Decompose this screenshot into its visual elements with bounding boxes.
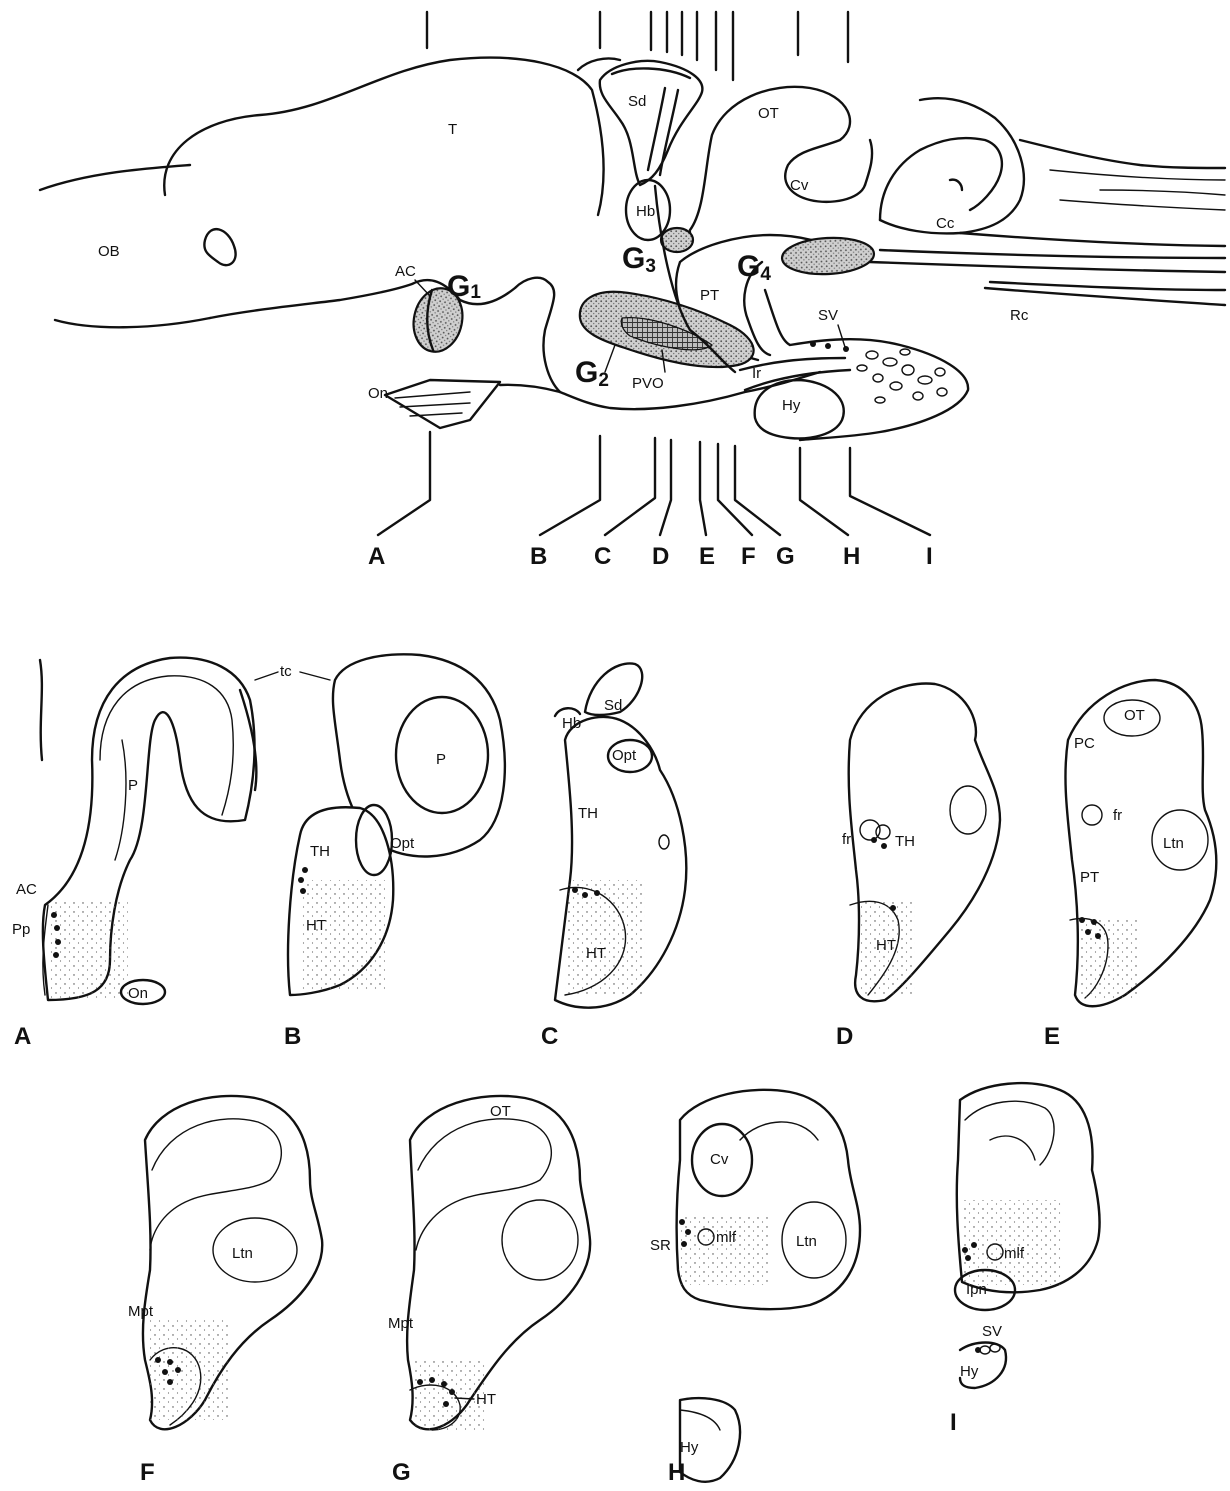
panelE-label-Ltn: Ltn bbox=[1163, 835, 1184, 852]
panelE-label-fr: fr bbox=[1113, 807, 1122, 824]
panelE-label-OT: OT bbox=[1124, 707, 1145, 724]
g3-region bbox=[661, 228, 693, 252]
plane-label-G: G bbox=[776, 543, 795, 570]
panelA-label-Pp: Pp bbox=[12, 921, 30, 938]
olfactory-eye-shape bbox=[204, 229, 235, 265]
panel-A: P AC Pp On tc A bbox=[12, 658, 330, 1050]
g3-label: G3 bbox=[622, 242, 656, 277]
label-Hb: Hb bbox=[636, 203, 655, 220]
panelH-label-Hy: Hy bbox=[680, 1439, 699, 1456]
panelC-label-Hb: Hb bbox=[562, 715, 581, 732]
panelA-label-tc: tc bbox=[280, 663, 292, 680]
panelH-label-Ltn: Ltn bbox=[796, 1233, 817, 1250]
g4-region bbox=[781, 236, 875, 277]
panel-letter-I: I bbox=[950, 1409, 957, 1436]
panelD-label-HT: HT bbox=[876, 937, 896, 954]
plane-label-E: E bbox=[699, 543, 715, 570]
panelE-label-PT: PT bbox=[1080, 869, 1099, 886]
panelI-label-SV: SV bbox=[982, 1323, 1002, 1340]
panelB-label-P: P bbox=[436, 751, 446, 768]
label-Ir: Ir bbox=[752, 365, 761, 382]
panel-letter-F: F bbox=[140, 1459, 155, 1486]
panel-C: Sd Hb Opt TH HT C bbox=[541, 663, 686, 1050]
panelG-label-HT: HT bbox=[476, 1391, 496, 1408]
panelC-label-Sd: Sd bbox=[604, 697, 622, 714]
label-Sd: Sd bbox=[628, 93, 646, 110]
panel-E: OT PC fr Ltn PT E bbox=[1044, 680, 1216, 1050]
panelB-label-HT: HT bbox=[306, 917, 326, 934]
panelI-label-Hy: Hy bbox=[960, 1363, 979, 1380]
telencephalon-outline bbox=[164, 58, 603, 215]
panel-H: Cv SR mlf Ltn Hy H bbox=[650, 1090, 860, 1486]
panelB-label-TH: TH bbox=[310, 843, 330, 860]
sagittal-brain: T OB AC On Sd Hb OT Cv Cc PT Rc SV PVO I… bbox=[40, 12, 1225, 570]
panel-letter-B: B bbox=[284, 1023, 301, 1050]
g1-label: G1 bbox=[447, 270, 481, 303]
panelC-label-Opt: Opt bbox=[612, 747, 637, 764]
panel-letter-H: H bbox=[668, 1459, 685, 1486]
label-PVO: PVO bbox=[632, 375, 664, 392]
panel-letter-C: C bbox=[541, 1023, 558, 1050]
panelD-label-fr: fr bbox=[842, 831, 851, 848]
panelA-label-AC: AC bbox=[16, 881, 37, 898]
label-AC: AC bbox=[395, 263, 416, 280]
label-PT: PT bbox=[700, 287, 719, 304]
plane-label-F: F bbox=[741, 543, 756, 570]
label-Cc: Cc bbox=[936, 215, 955, 232]
panel-B: P TH Opt HT B bbox=[284, 654, 505, 1050]
panelH-label-mlf: mlf bbox=[716, 1229, 737, 1246]
cerebellum-valvula bbox=[865, 138, 1002, 220]
panelF-label-Ltn: Ltn bbox=[232, 1245, 253, 1262]
panelI-label-mlf: mlf bbox=[1004, 1245, 1025, 1262]
bottom-plane-lines bbox=[378, 432, 930, 535]
plane-label-A: A bbox=[368, 543, 385, 570]
g2-label: G2 bbox=[575, 356, 609, 391]
panelH-label-Cv: Cv bbox=[710, 1151, 729, 1168]
panel-letter-E: E bbox=[1044, 1023, 1060, 1050]
label-OB: OB bbox=[98, 243, 120, 260]
panelC-label-TH: TH bbox=[578, 805, 598, 822]
panel-letter-D: D bbox=[836, 1023, 853, 1050]
label-On: On bbox=[368, 385, 388, 402]
saccus-dorsalis-outline bbox=[600, 61, 703, 185]
label-Rc: Rc bbox=[1010, 307, 1029, 324]
label-T: T bbox=[448, 121, 457, 138]
olfactory-bulb-outline bbox=[40, 165, 210, 327]
plane-label-D: D bbox=[652, 543, 669, 570]
panelB-label-Opt: Opt bbox=[390, 835, 415, 852]
rhombencephalon-dorsal bbox=[1020, 140, 1225, 168]
g4-label: G4 bbox=[737, 250, 771, 285]
plane-label-B: B bbox=[530, 543, 547, 570]
plane-label-I: I bbox=[926, 543, 933, 570]
panel-F: Ltn Mpt F bbox=[128, 1096, 322, 1486]
panelG-label-Mpt: Mpt bbox=[388, 1315, 414, 1332]
panel-I: mlf Ipn SV Hy I bbox=[950, 1083, 1100, 1436]
label-OT: OT bbox=[758, 105, 779, 122]
label-Cv: Cv bbox=[790, 177, 809, 194]
label-Hy: Hy bbox=[782, 397, 801, 414]
panelD-label-TH: TH bbox=[895, 833, 915, 850]
panelH-label-SR: SR bbox=[650, 1237, 671, 1254]
panel-D: fr TH HT D bbox=[836, 683, 1000, 1050]
panelC-label-HT: HT bbox=[586, 945, 606, 962]
panel-G: OT Mpt HT G bbox=[388, 1096, 590, 1486]
panelI-label-Ipn: Ipn bbox=[966, 1281, 987, 1298]
panel-letter-A: A bbox=[14, 1023, 31, 1050]
plane-label-H: H bbox=[843, 543, 860, 570]
panelA-label-P: P bbox=[128, 777, 138, 794]
top-plane-ticks bbox=[427, 12, 848, 80]
label-SV: SV bbox=[818, 307, 838, 324]
panelA-label-On: On bbox=[128, 985, 148, 1002]
plane-label-C: C bbox=[594, 543, 611, 570]
panelE-label-PC: PC bbox=[1074, 735, 1095, 752]
hypothalamus-ventral bbox=[765, 290, 968, 440]
panel-letter-G: G bbox=[392, 1459, 411, 1486]
panelG-label-OT: OT bbox=[490, 1103, 511, 1120]
panelF-label-Mpt: Mpt bbox=[128, 1303, 154, 1320]
telencephalon-ventral bbox=[210, 278, 560, 392]
